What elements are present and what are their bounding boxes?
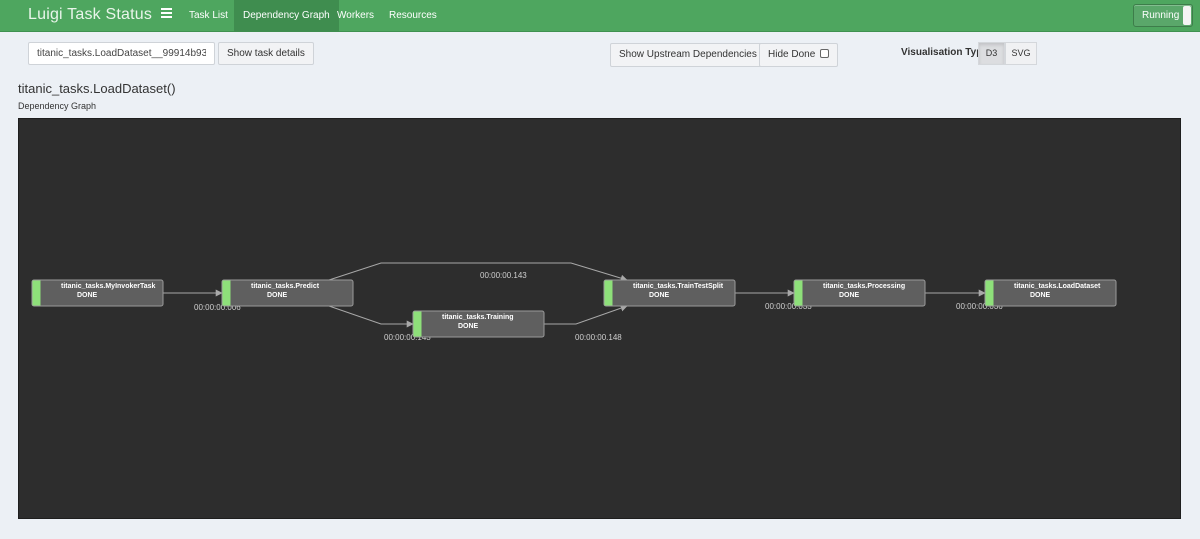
task-node-box	[412, 310, 545, 338]
page-title: titanic_tasks.LoadDataset()	[18, 81, 176, 96]
scheduler-status-toggle[interactable]: Running	[1133, 4, 1193, 27]
hide-done-label: Hide Done	[768, 49, 816, 60]
status-indicator-done	[222, 280, 231, 306]
status-indicator-done	[604, 280, 613, 306]
nav-resources[interactable]: Resources	[389, 10, 437, 21]
task-node-name: titanic_tasks.LoadDataset	[1014, 283, 1101, 290]
nav-dependency-graph[interactable]: Dependency Graph	[234, 0, 339, 32]
toggle-knob	[1183, 6, 1191, 25]
dependency-graph-svg: 00:00:00.006 00:00:00.143 00:00:00.143 00:0…	[31, 262, 1117, 342]
hamburger-menu-icon[interactable]	[161, 8, 172, 20]
hide-done-checkbox[interactable]	[820, 49, 830, 58]
task-id-input[interactable]	[28, 42, 215, 65]
edge-duration-label: 00:00:00.143	[480, 271, 527, 280]
nav-workers[interactable]: Workers	[337, 10, 375, 21]
edge-predict-to-training	[328, 305, 414, 328]
edge-duration-label: 00:00:00.036	[956, 302, 1003, 311]
task-node-status: DONE	[1030, 292, 1051, 299]
task-node-status: DONE	[649, 292, 670, 299]
task-node-status: DONE	[77, 292, 98, 299]
task-node-box	[221, 279, 354, 307]
task-node-status: DONE	[458, 323, 479, 330]
vis-option-svg[interactable]: SVG	[1005, 42, 1037, 65]
show-upstream-toggle[interactable]: Show Upstream Dependencies	[610, 43, 780, 67]
status-indicator-done	[794, 280, 803, 306]
scheduler-status-label: Running	[1142, 10, 1180, 21]
edge-training-to-traintestsplit	[544, 304, 628, 325]
task-node-status: DONE	[839, 292, 860, 299]
dependency-graph-canvas[interactable]: 00:00:00.006 00:00:00.143 00:00:00.143 00:0…	[18, 118, 1181, 519]
top-navbar: Luigi Task Status Task List Dependency G…	[0, 0, 1200, 32]
nav-task-list[interactable]: Task List	[189, 10, 228, 21]
task-node-box	[793, 279, 926, 307]
task-node-name: titanic_tasks.TrainTestSplit	[633, 283, 724, 290]
visualisation-type-label: Visualisation Type	[901, 47, 988, 58]
edge-predict-to-traintestsplit	[328, 262, 628, 282]
edge-duration-label: 00:00:00.006	[194, 303, 241, 312]
status-indicator-done	[32, 280, 41, 306]
task-node-status: DONE	[267, 292, 288, 299]
task-node-box	[31, 279, 164, 307]
task-node-name: titanic_tasks.Predict	[251, 283, 320, 290]
show-task-details-button[interactable]: Show task details	[218, 42, 314, 65]
task-node-name: titanic_tasks.MyInvokerTask	[61, 283, 156, 290]
status-indicator-done	[985, 280, 994, 306]
status-indicator-done	[413, 311, 422, 337]
graph-title: Dependency Graph	[18, 101, 97, 111]
hide-done-toggle[interactable]: Hide Done	[759, 43, 839, 67]
task-node-box	[984, 279, 1117, 307]
edge-duration-label: 00:00:00.143	[384, 333, 431, 342]
vis-option-d3[interactable]: D3	[978, 42, 1005, 65]
task-node-name: titanic_tasks.Processing	[823, 283, 905, 290]
task-node-name: titanic_tasks.Training	[442, 314, 514, 321]
edge-duration-label: 00:00:00.148	[575, 333, 622, 342]
task-node-box	[603, 279, 736, 307]
app-brand[interactable]: Luigi Task Status	[28, 6, 153, 23]
show-upstream-label: Show Upstream Dependencies	[619, 49, 757, 60]
edge-duration-label: 00:00:00.033	[765, 302, 812, 311]
